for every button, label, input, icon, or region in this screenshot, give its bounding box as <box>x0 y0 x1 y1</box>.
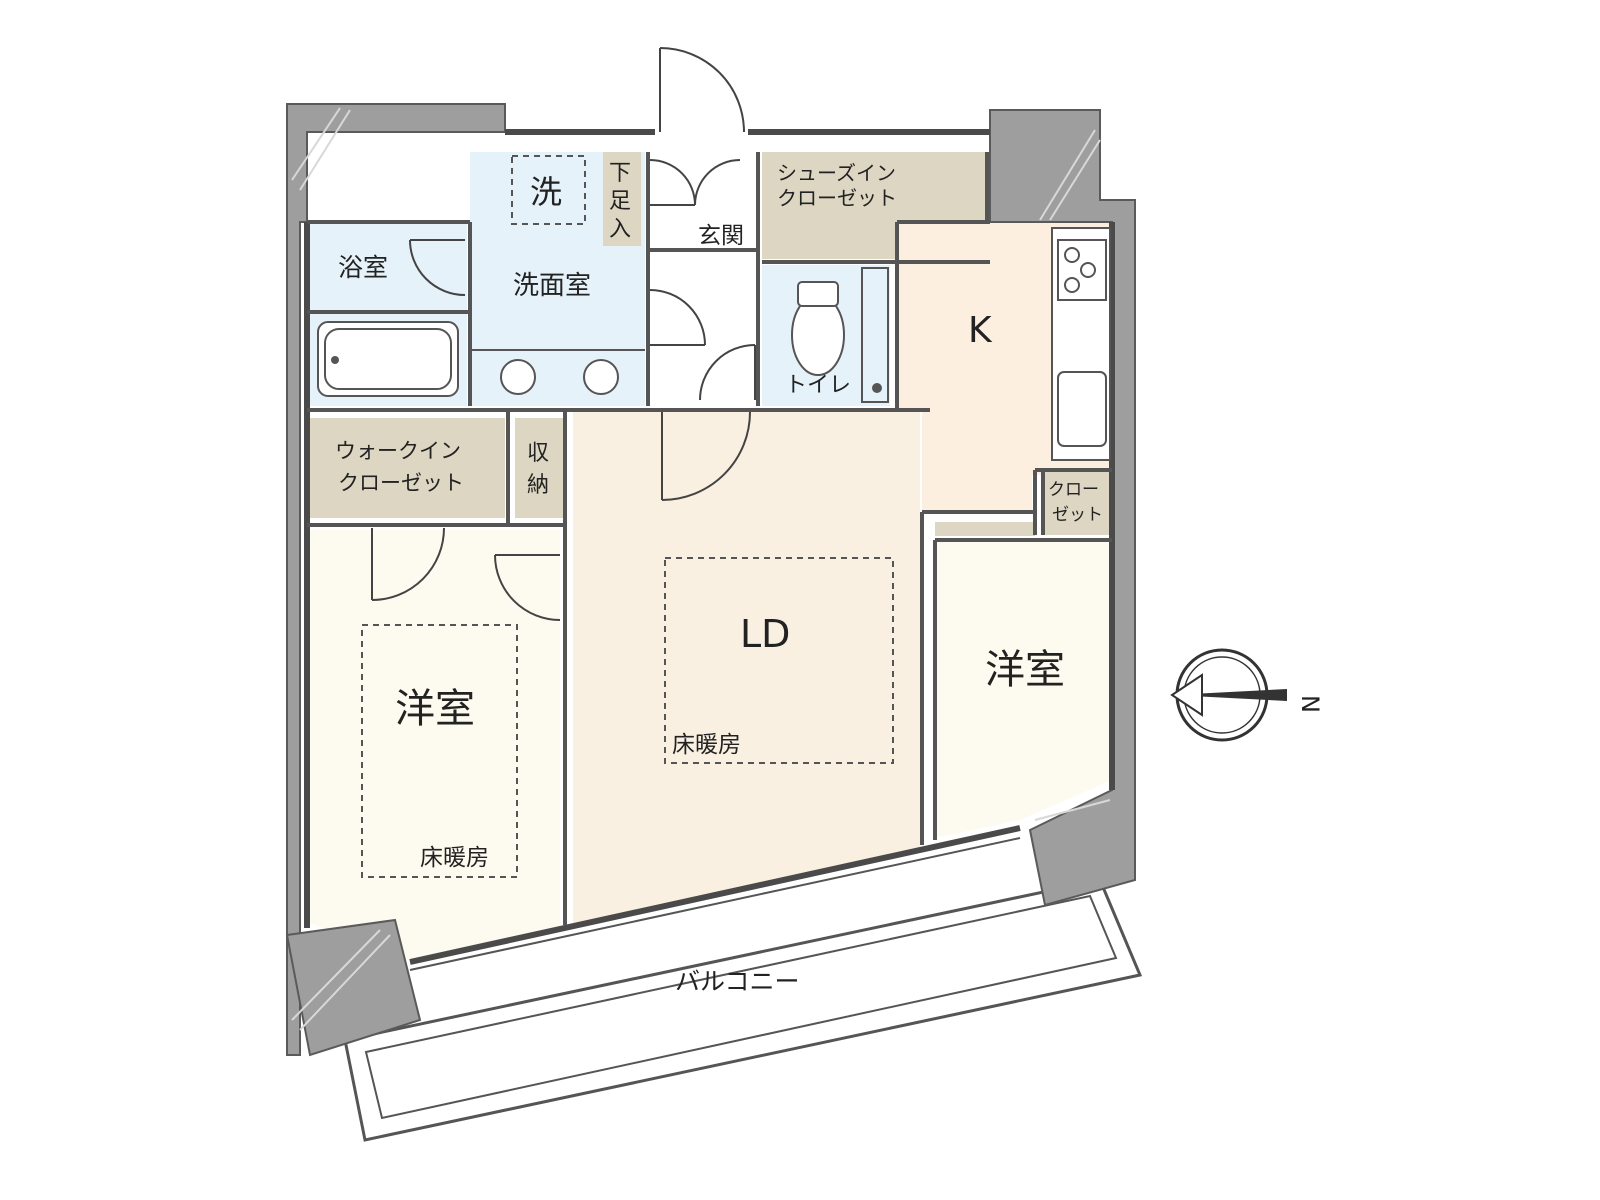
storage-area <box>515 418 563 518</box>
label-washroom: 洗面室 <box>513 271 591 301</box>
room-fills <box>307 152 1112 960</box>
ld-area <box>573 412 920 925</box>
balcony <box>343 878 1143 1142</box>
entrance-area <box>648 152 758 406</box>
kitchen-sink <box>1057 371 1107 447</box>
columns <box>285 103 1136 1057</box>
closet-area <box>1043 470 1111 535</box>
compass-needle <box>1172 689 1287 701</box>
label-toilet: トイレ <box>785 373 851 398</box>
sink-left <box>500 359 536 395</box>
compass-label: N <box>1296 695 1324 713</box>
washer-space <box>511 155 586 225</box>
label-shoe-box-3: 入 <box>609 217 631 242</box>
label-closet-1: クロー <box>1048 480 1099 500</box>
label-shoe-in-closet-1: シューズイン <box>777 161 896 185</box>
label-wic-1: ウォークイン <box>335 439 461 463</box>
label-storage-2: 納 <box>527 473 549 498</box>
labels: 浴室 洗面室 洗 下 足 入 玄関 シューズイン クローゼット トイレ K ウォ… <box>335 161 1103 996</box>
label-bath: 浴室 <box>338 253 388 282</box>
bedroom-left-area <box>307 530 560 960</box>
label-floor-heating-ld: 床暖房 <box>672 732 741 758</box>
sink-right <box>583 359 619 395</box>
closet-strip <box>935 522 1035 536</box>
column-top-right <box>989 109 1136 907</box>
shoe-box-area <box>603 152 641 246</box>
interior-walls <box>307 152 1112 925</box>
wic-area <box>307 418 505 518</box>
label-floor-heating-left: 床暖房 <box>420 845 489 871</box>
label-storage-1: 収 <box>527 441 549 466</box>
label-western-room-right: 洋室 <box>985 647 1065 693</box>
column-bottom-left <box>285 918 422 1057</box>
label-washer: 洗 <box>530 173 562 211</box>
label-kitchen: K <box>968 310 993 351</box>
label-closet-2: ゼット <box>1052 505 1103 525</box>
label-balcony: バルコニー <box>675 967 800 996</box>
label-entrance: 玄関 <box>698 223 744 249</box>
compass: N <box>1170 648 1324 742</box>
label-wic-2: クローゼット <box>338 471 464 495</box>
bedroom-right-area <box>935 540 1112 838</box>
floor-heating-ld-zone <box>664 557 894 764</box>
fixtures <box>317 155 1111 971</box>
walls <box>304 129 1115 965</box>
label-shoe-box-1: 下 <box>609 161 631 186</box>
floor-heating-left-zone <box>361 624 518 878</box>
label-western-room-left: 洋室 <box>395 686 475 732</box>
label-shoe-in-closet-2: クローゼット <box>777 186 897 210</box>
label-shoe-box-2: 足 <box>609 189 631 214</box>
label-ld: LD <box>740 612 790 656</box>
doors <box>371 47 756 621</box>
